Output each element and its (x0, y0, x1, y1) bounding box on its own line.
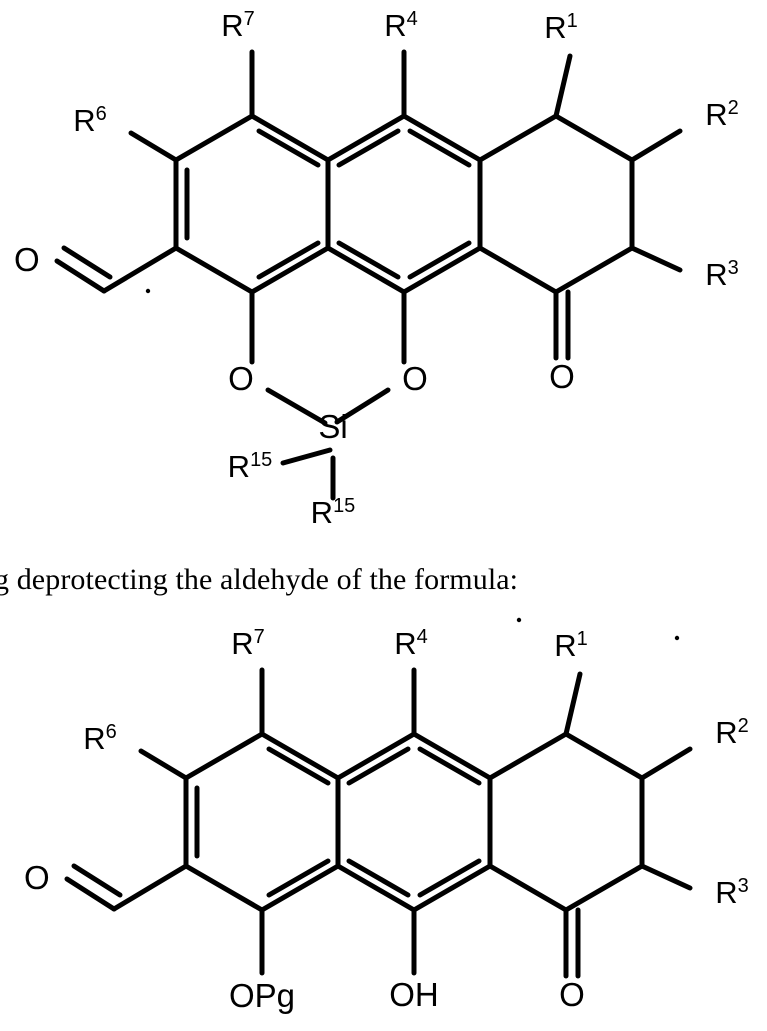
scan-speck-2 (674, 635, 680, 641)
bond-to-r3 (629, 245, 683, 273)
label-r6: R6 (73, 103, 107, 138)
label-r15-a: R15 (228, 449, 273, 484)
middle-ring-inner-bond-1 (336, 128, 401, 168)
aldehyde-oxygen: O (24, 859, 50, 896)
aldehyde-double-bond-b (71, 863, 123, 898)
label-r1: R1 (544, 10, 578, 45)
label-r1: R1 (554, 628, 588, 663)
bond-to-r1 (553, 53, 573, 119)
bond-si-to-r15-a (280, 447, 333, 466)
label-r4: R4 (394, 626, 428, 661)
middle-ring-inner-bond-2 (407, 128, 472, 168)
bond-to-r2 (629, 128, 683, 163)
bond-to-r2 (639, 746, 693, 781)
left-ring-bonds (183, 731, 341, 913)
label-r4: R4 (384, 8, 418, 43)
left-ring-inner-bond-3 (256, 240, 321, 280)
middle-ring-inner-bond-3 (346, 858, 411, 898)
ketone-oxygen: O (549, 358, 575, 395)
bond-to-r6 (138, 748, 189, 781)
right-ring-bonds (487, 731, 645, 913)
label-r3: R3 (715, 875, 749, 910)
body-text-content: g deprotecting the aldehyde of the formu… (0, 563, 519, 596)
middle-ring-inner-bond-4 (417, 858, 482, 898)
aldehyde-oxygen: O (14, 241, 40, 278)
aldehyde-double-bond-a (64, 876, 117, 912)
label-r6: R6 (83, 721, 117, 756)
label-r7: R7 (221, 8, 255, 43)
middle-ring-inner-bond-3 (336, 240, 401, 280)
left-ring-inner-bond-2 (266, 746, 331, 786)
label-r15-b: R15 (311, 495, 356, 530)
bond-ring-to-aldehyde-carbon (101, 245, 179, 294)
left-ring-inner-bond-2 (256, 128, 321, 168)
middle-ring-bonds (335, 731, 493, 913)
bond-to-r1 (563, 671, 583, 737)
ketone-oxygen: O (559, 976, 585, 1013)
label-r7: R7 (231, 626, 265, 661)
silyl-oxygen-right: O (402, 360, 428, 397)
r-group-labels-bottom: R7 R4 R1 R6 R2 R3 (83, 626, 749, 910)
chemical-structure-top: O O O Si O R7 R4 R1 R6 R2 R3 R15 R15 (14, 8, 739, 530)
body-text-line: g deprotecting the aldehyde of the formu… (0, 552, 767, 608)
structure-bottom-drawing: O OPg OH O R7 R4 R1 R6 R2 R3 (24, 617, 749, 1014)
middle-ring-inner-bond-2 (417, 746, 482, 786)
protected-hydroxyl: OPg (229, 977, 295, 1014)
chemical-structure-bottom: O OPg OH O R7 R4 R1 R6 R2 R3 (0, 610, 767, 1031)
middle-ring-inner-bond-4 (407, 240, 472, 280)
label-r3: R3 (705, 257, 739, 292)
bond-oxygen-right-to-si (334, 387, 391, 425)
left-ring-bonds (173, 113, 331, 295)
bond-to-r6 (128, 130, 179, 163)
aldehyde-double-bond-a (54, 258, 107, 294)
label-r2: R2 (715, 715, 749, 750)
label-r2: R2 (705, 97, 739, 132)
aldehyde-double-bond-b (61, 245, 113, 280)
r-group-labels-top: R7 R4 R1 R6 R2 R3 R15 R15 (73, 8, 739, 530)
scan-speck-1 (516, 617, 522, 623)
left-ring-inner-bond-3 (266, 858, 331, 898)
hydroxyl: OH (389, 976, 439, 1013)
bond-to-r3 (639, 863, 693, 891)
right-ring-bonds (477, 113, 635, 295)
middle-ring-inner-bond-1 (346, 746, 411, 786)
bond-oxygen-left-to-si (265, 387, 328, 426)
bond-ring-to-aldehyde-carbon (111, 863, 189, 912)
silicon-atom: Si (318, 408, 347, 445)
scan-speck (145, 288, 151, 294)
silyl-oxygen-left: O (228, 360, 254, 397)
structure-top-drawing: O O O Si O R7 R4 R1 R6 R2 R3 R15 R15 (14, 8, 739, 530)
middle-ring-bonds (325, 113, 483, 295)
